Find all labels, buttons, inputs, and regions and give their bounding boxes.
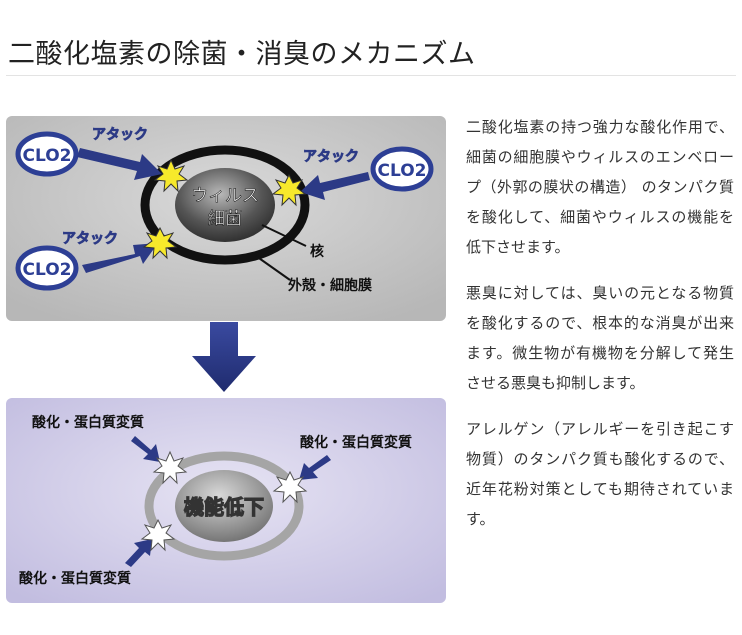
burst-bottom-left — [142, 226, 178, 260]
oxidation-label-top-left: 酸化・蛋白質変質 — [32, 414, 144, 431]
virus-nucleus — [175, 168, 275, 242]
attack-label-right: アタック — [303, 149, 359, 165]
transition-arrow — [192, 322, 256, 392]
attack-arrow-bottom-left — [82, 243, 158, 273]
clo2-molecule-bottom-left: CLO2 — [15, 245, 79, 291]
description-column: 二酸化塩素の持つ強力な酸化作用で、細菌の細胞膜やウィルスのエンベロープ（外郭の膜… — [466, 112, 734, 550]
clo2-label-right: CLO2 — [378, 161, 427, 181]
nucleus-pointer — [261, 224, 307, 247]
page-title: 二酸化塩素の除菌・消臭のメカニズム — [8, 39, 476, 71]
clo2-label-bottom-left: CLO2 — [23, 260, 72, 280]
oxidation-arrow-right — [299, 455, 331, 480]
attack-label-bottom-left: アタック — [62, 231, 118, 247]
virus-label-line1: ウィルス — [191, 186, 259, 206]
title-divider — [6, 75, 736, 76]
result-label: 機能低下 — [184, 495, 264, 519]
oxidation-arrow-bottom-left — [125, 539, 152, 567]
virus-shell-ring — [140, 145, 310, 265]
weakened-core — [175, 470, 273, 542]
attack-arrow-right — [300, 172, 370, 200]
nucleus-label: 核 — [310, 243, 324, 260]
white-burst-bottom-left — [140, 518, 176, 552]
white-burst-top-left — [152, 450, 188, 485]
paragraph-deodorization: 悪臭に対しては、臭いの元となる物質を酸化するので、根本的な消臭が出来ます。微生物… — [466, 284, 734, 392]
virus-label-line2: 細菌 — [208, 209, 242, 229]
paragraph-allergen: アレルゲン（アレルギーを引き起こす物質）のタンパク質も酸化するので、近年花粉対策… — [466, 420, 734, 528]
oxidation-arrow-top-left — [131, 436, 160, 462]
attack-arrow-top-left — [77, 148, 162, 180]
burst-top-left — [153, 158, 189, 193]
white-burst-right — [272, 470, 308, 504]
clo2-molecule-right: CLO2 — [370, 146, 434, 192]
clo2-molecule-top-left: CLO2 — [15, 131, 79, 177]
paragraph-disinfection: 二酸化塩素の持つ強力な酸化作用で、細菌の細胞膜やウィルスのエンベロープ（外郭の膜… — [466, 118, 734, 256]
shell-label: 外殻・細胞膜 — [288, 277, 372, 294]
burst-right — [271, 173, 307, 207]
weakened-shell-ring — [144, 451, 304, 561]
clo2-label-top-left: CLO2 — [23, 146, 72, 166]
oxidation-label-bottom-left: 酸化・蛋白質変質 — [19, 570, 131, 587]
oxidation-label-right: 酸化・蛋白質変質 — [300, 434, 412, 451]
attack-label-top-left: アタック — [92, 127, 148, 143]
shell-pointer — [255, 255, 291, 281]
